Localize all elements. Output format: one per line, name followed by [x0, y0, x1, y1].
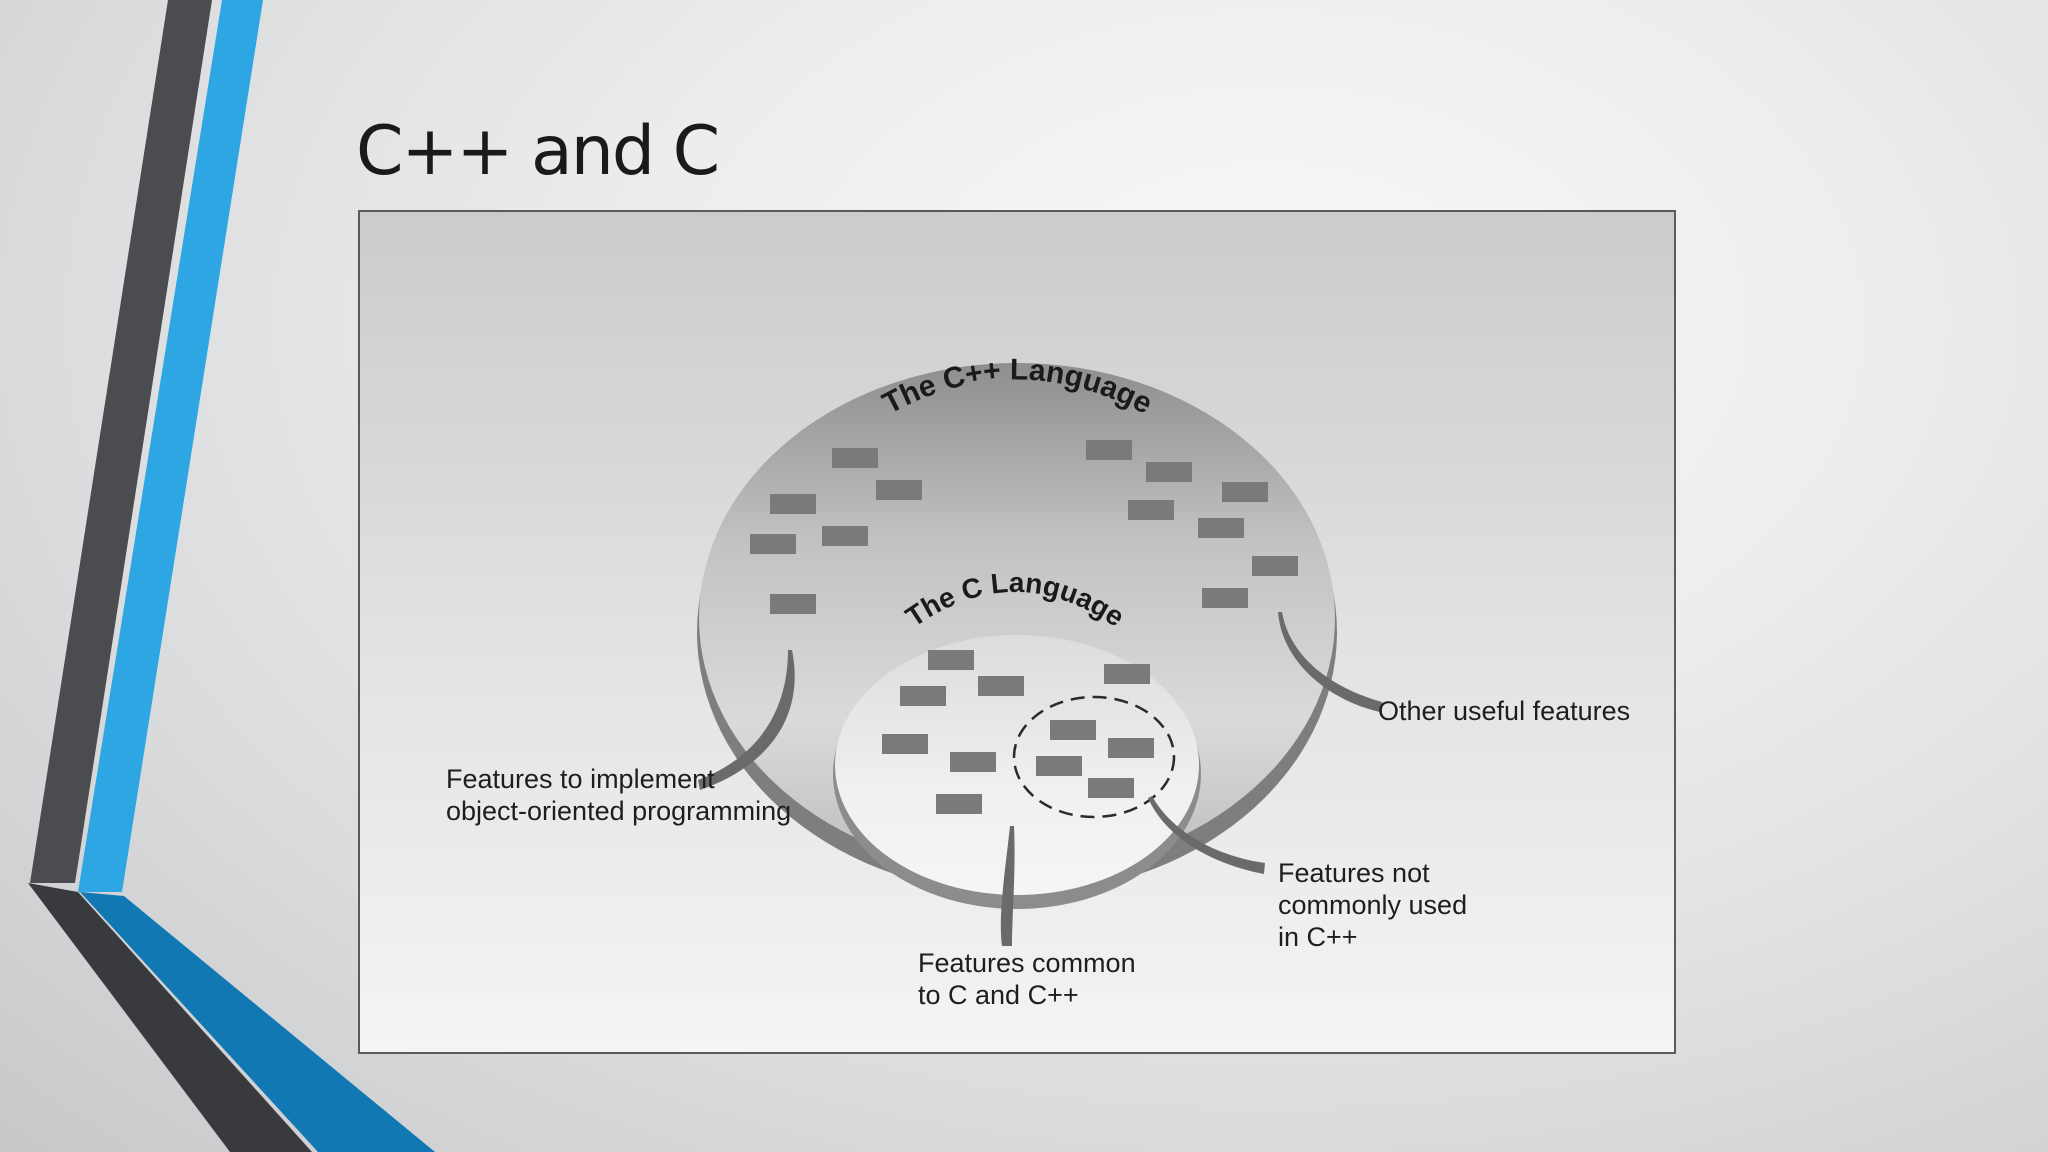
feature-block: [1146, 462, 1192, 482]
dark-stripe-bottom: [28, 883, 312, 1152]
feature-block: [936, 794, 982, 814]
feature-block: [1088, 778, 1134, 798]
uncommon-feature-blocks: [1036, 720, 1154, 798]
not-common-caption-line1: Features not: [1278, 858, 1430, 888]
feature-block: [928, 650, 974, 670]
feature-block: [1104, 664, 1150, 684]
feature-block: [950, 752, 996, 772]
feature-block: [876, 480, 922, 500]
feature-block: [832, 448, 878, 468]
oop-leader: [698, 650, 795, 790]
blue-stripe-left: [78, 0, 263, 892]
c-feature-blocks: [882, 650, 1150, 814]
dark-stripe-left: [30, 0, 212, 883]
oop-caption-line1: Features to implement: [446, 764, 715, 794]
feature-block: [1086, 440, 1132, 460]
cpp-feature-blocks: [750, 440, 1298, 614]
feature-block: [1036, 756, 1082, 776]
oop-features-caption: Features to implement object-oriented pr…: [446, 764, 791, 826]
common-leader: [1000, 826, 1015, 946]
cpp-c-venn-figure: The C++ Language The C Language Features…: [358, 210, 1676, 1054]
oop-caption-line2: object-oriented programming: [446, 796, 791, 826]
feature-block: [1198, 518, 1244, 538]
other-useful-caption: Other useful features: [1378, 696, 1630, 726]
other-useful-leader: [1278, 612, 1382, 712]
feature-block: [770, 494, 816, 514]
common-features-caption: Features common to C and C++: [918, 948, 1143, 1010]
feature-block: [1108, 738, 1154, 758]
feature-block: [822, 526, 868, 546]
feature-block: [750, 534, 796, 554]
venn-diagram: The C++ Language The C Language Features…: [360, 212, 1674, 1052]
feature-block: [1050, 720, 1096, 740]
slide-title: C++ and C: [356, 112, 720, 191]
feature-block: [1252, 556, 1298, 576]
uncommon-features-dashed-region: [1012, 695, 1176, 819]
not-common-caption-line3: in C++: [1278, 922, 1358, 952]
feature-block: [900, 686, 946, 706]
blue-stripe-bottom: [80, 892, 435, 1152]
feature-block: [770, 594, 816, 614]
feature-block: [882, 734, 928, 754]
feature-block: [1222, 482, 1268, 502]
not-common-caption-line2: commonly used: [1278, 890, 1467, 920]
common-caption-line1: Features common: [918, 948, 1136, 978]
not-common-caption: Features not commonly used in C++: [1278, 858, 1475, 952]
callout-leaders: [698, 612, 1382, 946]
feature-block: [1128, 500, 1174, 520]
feature-block: [1202, 588, 1248, 608]
common-caption-line2: to C and C++: [918, 980, 1079, 1010]
uncommon-leader: [1148, 796, 1265, 874]
feature-block: [978, 676, 1024, 696]
